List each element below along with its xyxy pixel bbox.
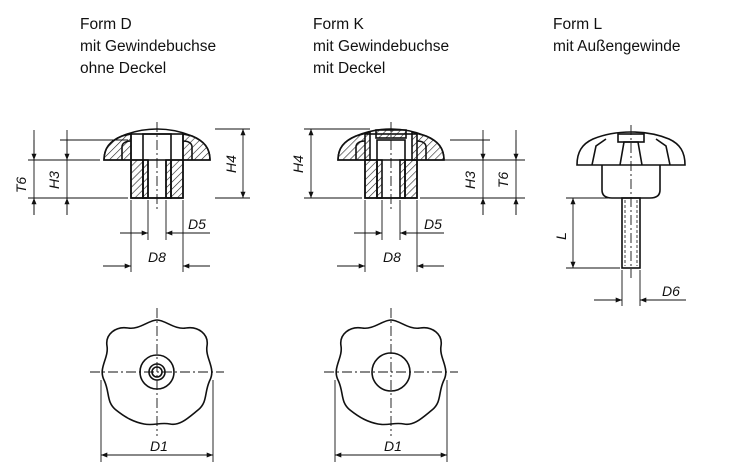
form-d-head-section-right: [182, 133, 211, 161]
form-l-label-d6: D6: [662, 283, 680, 299]
form-d-head-section-left: [103, 133, 132, 161]
form-k-label-h3: H3: [462, 171, 478, 189]
form-k-line3: mit Deckel: [313, 60, 386, 77]
form-k-top-view: [324, 308, 458, 462]
form-d-recess-right: [182, 140, 193, 160]
form-d-label-d8: D8: [148, 249, 166, 265]
form-l-dimensions: [566, 197, 686, 306]
form-k-recess-left: [355, 140, 366, 160]
form-k-head-section-left: [337, 130, 371, 161]
form-k-label-d1: D1: [384, 438, 402, 454]
form-l-line2: mit Außengewinde: [553, 38, 681, 55]
form-k-recess-right: [416, 140, 427, 160]
form-k-label-t6: T6: [495, 172, 511, 189]
form-d-label-d1: D1: [150, 438, 168, 454]
form-k-shank-hatch-left: [364, 159, 378, 199]
form-d-label-h4: H4: [223, 155, 239, 173]
form-l-lobe-left: [591, 138, 607, 166]
form-k-head-section-right: [411, 130, 445, 161]
form-d-line3: ohne Deckel: [80, 60, 167, 77]
form-k-bushing-hatch-left: [376, 159, 383, 199]
form-l-side-view: [576, 125, 686, 278]
form-k-label-h4: H4: [290, 155, 306, 173]
form-k-side-view: [337, 122, 445, 210]
form-d-top-view: [90, 308, 224, 462]
form-k-bushing-hatch-right: [399, 159, 406, 199]
form-l-label-l: L: [553, 232, 569, 240]
form-d-label-h3: H3: [46, 171, 62, 189]
form-d-dimensions: [28, 128, 250, 272]
form-k-label-d8: D8: [383, 249, 401, 265]
form-l-lobe-right: [655, 138, 671, 166]
caption-form-l: Form L mit Außengewinde: [553, 14, 681, 58]
form-k-shank-hatch-right: [404, 159, 418, 199]
form-d-shank-hatch-left: [130, 159, 144, 199]
form-k-title: Form K: [313, 16, 364, 33]
form-d-line2: mit Gewindebuchse: [80, 38, 217, 55]
form-k-line2: mit Gewindebuchse: [313, 38, 450, 55]
form-k-dimensions: [304, 128, 525, 272]
form-l-title: Form L: [553, 16, 603, 33]
form-d-label-d5: D5: [188, 216, 206, 232]
caption-form-k: Form K mit Gewindebuchse mit Deckel: [313, 14, 449, 80]
form-d-title: Form D: [80, 16, 132, 33]
form-k-label-d5: D5: [424, 216, 442, 232]
caption-form-d: Form D mit Gewindebuchse ohne Deckel: [80, 14, 216, 80]
form-d-shank-hatch-right: [170, 159, 184, 199]
form-d-recess-left: [121, 140, 132, 160]
form-d-side-view: [103, 122, 211, 210]
form-d-label-t6: T6: [13, 177, 29, 194]
